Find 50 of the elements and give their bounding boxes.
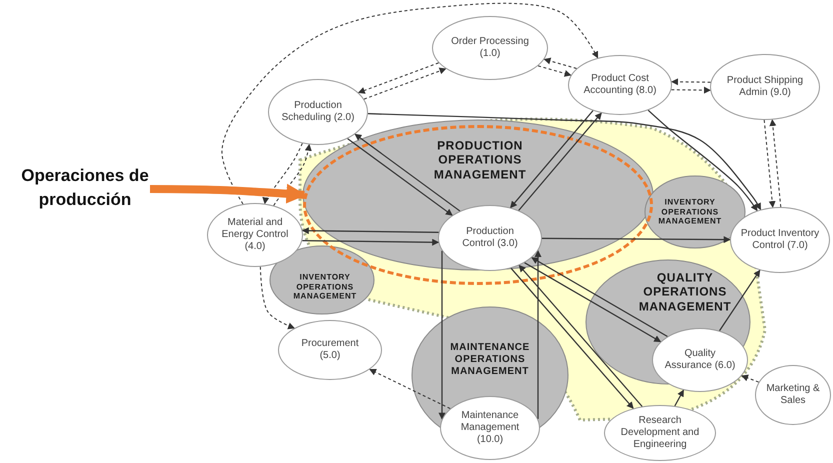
connector bbox=[719, 270, 760, 332]
connector bbox=[510, 268, 634, 409]
connector bbox=[302, 238, 440, 246]
connector bbox=[438, 250, 446, 420]
connector bbox=[769, 119, 782, 208]
connector bbox=[741, 374, 760, 383]
node-label: Marketing & Sales bbox=[765, 383, 821, 407]
connector bbox=[369, 368, 451, 410]
callout-text: Operaciones de producción bbox=[20, 160, 150, 216]
connector bbox=[531, 257, 668, 337]
node-label: Research Development and Engineering bbox=[620, 415, 700, 451]
connector bbox=[510, 110, 594, 208]
connector bbox=[524, 262, 662, 342]
connector bbox=[544, 58, 578, 69]
connector bbox=[273, 144, 312, 206]
node-label: Quality Assurance (6.0) bbox=[664, 348, 736, 372]
connector bbox=[302, 227, 439, 234]
connector bbox=[670, 78, 712, 86]
connector bbox=[368, 113, 762, 210]
node-label: Production Control (3.0) bbox=[461, 226, 519, 250]
connector bbox=[354, 134, 460, 212]
connector bbox=[670, 86, 711, 94]
node-label: Product Inventory Control (7.0) bbox=[740, 228, 820, 252]
connector bbox=[518, 112, 602, 211]
connector bbox=[542, 236, 731, 244]
connector bbox=[764, 120, 776, 208]
connector bbox=[222, 2, 598, 205]
area-title: MAINTENANCE OPERATIONS MANAGEMENT bbox=[449, 342, 531, 378]
connector bbox=[347, 138, 453, 216]
connector bbox=[674, 389, 684, 406]
node-label: Order Processing (1.0) bbox=[450, 36, 530, 60]
connector bbox=[260, 266, 296, 330]
connector bbox=[538, 65, 572, 77]
connector bbox=[648, 110, 758, 212]
node-label: Procurement (5.0) bbox=[300, 338, 360, 362]
connector bbox=[518, 264, 643, 407]
block-arrow bbox=[150, 184, 306, 204]
connector bbox=[262, 142, 303, 204]
node-label: Product Shipping Admin (9.0) bbox=[726, 75, 804, 99]
area-title: INVENTORY OPERATIONS MANAGEMENT bbox=[292, 272, 358, 302]
connector bbox=[358, 62, 440, 94]
node-label: Product Cost Accounting (8.0) bbox=[582, 73, 658, 97]
connector bbox=[364, 68, 446, 100]
node-label: Maintenance Management (10.0) bbox=[460, 410, 520, 446]
connector bbox=[534, 250, 542, 420]
node-label: Material and Energy Control (4.0) bbox=[220, 217, 290, 253]
area-title: INVENTORY OPERATIONS MANAGEMENT bbox=[657, 198, 723, 226]
area-title: PRODUCTION OPERATIONS MANAGEMENT bbox=[432, 138, 528, 182]
node-label: Production Scheduling (2.0) bbox=[280, 100, 356, 124]
area-title: QUALITY OPERATIONS MANAGEMENT bbox=[638, 270, 732, 314]
